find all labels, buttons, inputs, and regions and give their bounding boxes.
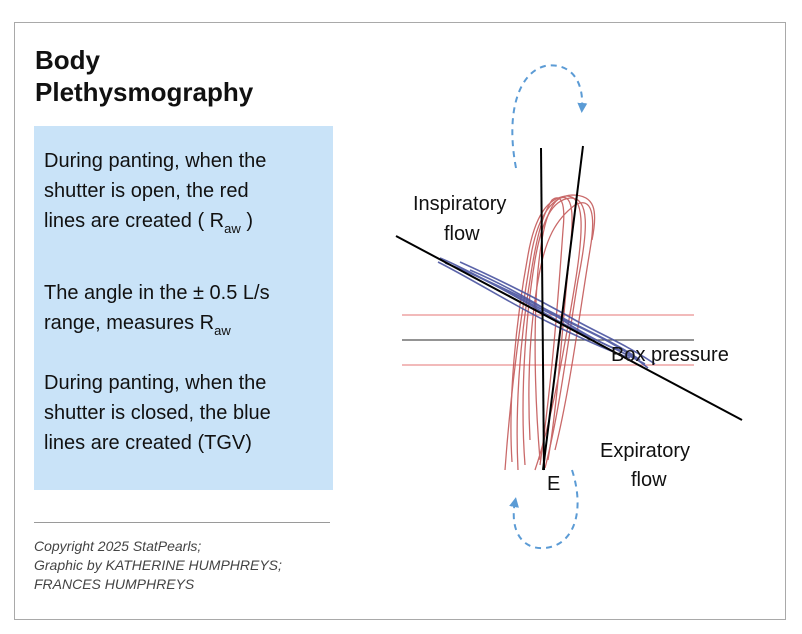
box-pressure-label: Box pressure — [611, 344, 729, 366]
e-label: E — [547, 473, 560, 495]
tgv-label: (TGV) — [197, 432, 252, 454]
blue-loop-6 — [469, 269, 621, 351]
blue-loop-5 — [459, 261, 656, 365]
page-title: Body Plethysmography — [35, 44, 253, 108]
p1-paren-open: ( — [197, 210, 205, 232]
blue-loops — [437, 257, 656, 369]
copyright-notice: Copyright 2025 StatPearls; Graphic by KA… — [34, 537, 282, 594]
bottom-rotation-arrow — [509, 469, 579, 550]
raw-symbol: R — [199, 312, 215, 334]
info-paragraph-angle: The angle in the ± 0.5 L/s range, measur… — [44, 278, 270, 340]
info-paragraph-shutter-open: During panting, when the shutter is open… — [44, 146, 266, 238]
inspiratory-label-line-1: Inspiratory — [413, 193, 506, 215]
title-line-2: Plethysmography — [35, 77, 254, 107]
raw-subscript: aw — [214, 323, 231, 338]
top-rotation-arrow — [511, 64, 588, 169]
expiratory-label-line-1: Expiratory — [600, 440, 690, 462]
p1-line-2: shutter is open, the red — [44, 180, 249, 202]
copyright-line-3: FRANCES HUMPHREYS — [34, 576, 195, 592]
p3-line-3: lines are created (TGV) — [44, 428, 271, 458]
tgv-slope-line — [395, 235, 743, 421]
raw-slope-line — [542, 145, 584, 471]
copyright-line-2: Graphic by KATHERINE HUMPHREYS; — [34, 557, 282, 573]
red-loop-6 — [504, 194, 596, 471]
info-paragraph-shutter-closed: During panting, when the shutter is clos… — [44, 368, 271, 458]
inspiratory-label-line-2: flow — [444, 223, 480, 245]
raw-subscript: aw — [224, 221, 241, 236]
p3-line-1: During panting, when the — [44, 372, 267, 394]
p3-line-2: shutter is closed, the blue — [44, 402, 271, 424]
raw-symbol: R — [209, 210, 225, 232]
p1-line-3: lines are created ( Raw ) — [44, 206, 266, 238]
red-loop-2 — [522, 197, 587, 469]
title-line-1: Body — [35, 45, 100, 75]
expiratory-label-line-2: flow — [631, 469, 667, 491]
copyright-line-1: Copyright 2025 StatPearls; — [34, 538, 202, 554]
info-box: During panting, when the shutter is open… — [34, 126, 333, 490]
p2-line-1: The angle in the ± 0.5 L/s — [44, 282, 270, 304]
p3-line-3-text: lines are created — [44, 432, 192, 454]
p1-line-3-text: lines are created — [44, 210, 192, 232]
p2-line-2: range, measures Raw — [44, 308, 270, 340]
p1-paren-close: ) — [246, 210, 253, 232]
divider — [34, 522, 330, 523]
p1-line-1: During panting, when the — [44, 150, 267, 172]
p2-line-2-text: range, measures — [44, 312, 195, 334]
red-loop-5 — [516, 197, 565, 471]
vertical-axis-line — [540, 147, 545, 471]
